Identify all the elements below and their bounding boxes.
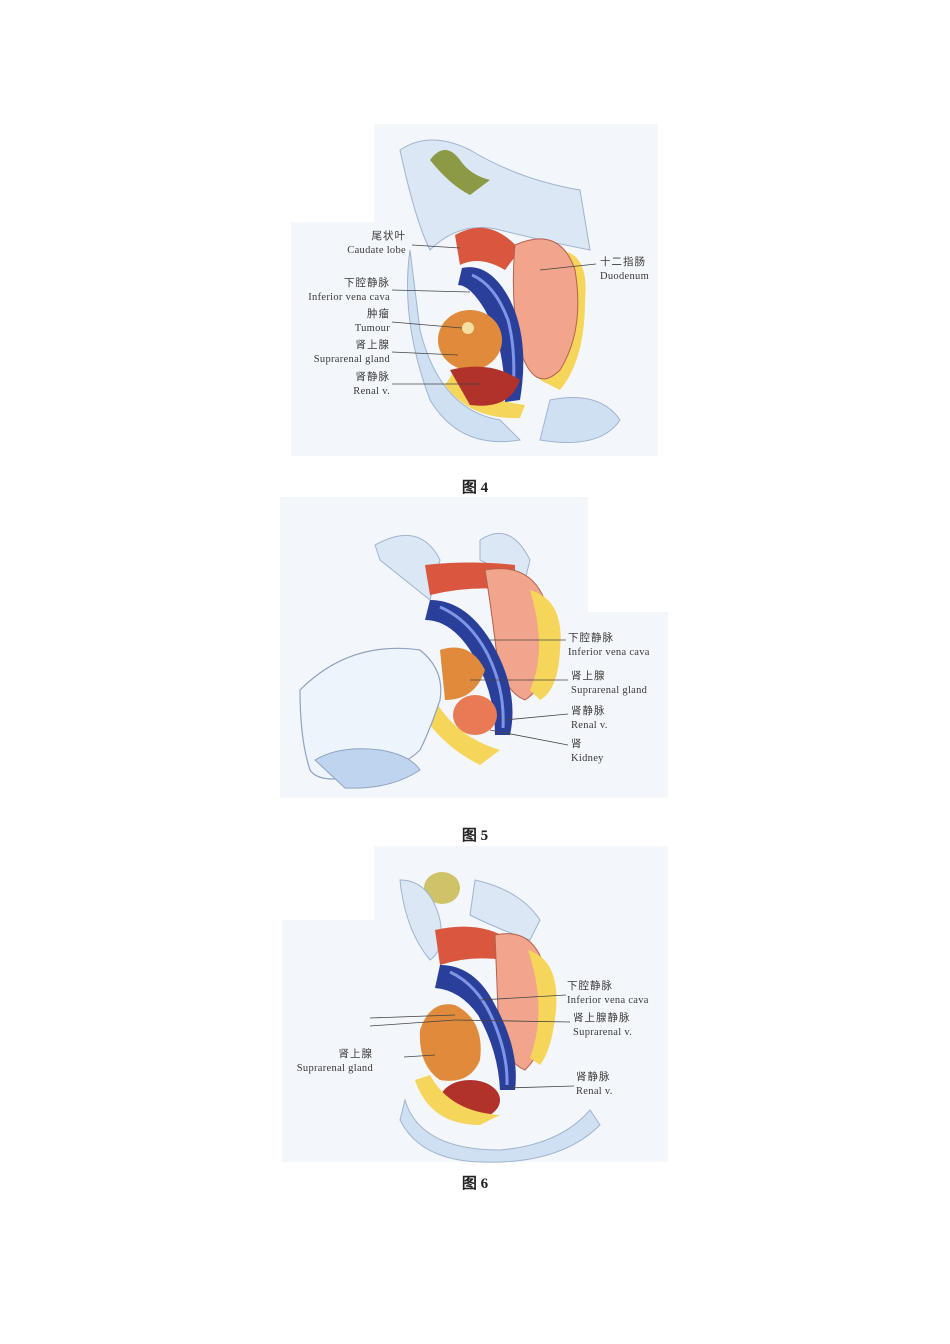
figure-4-leader-lines bbox=[391, 244, 597, 385]
figure-6-caption: 图 6 bbox=[461, 1176, 489, 1192]
figure-5-artwork bbox=[280, 497, 668, 798]
fig4-label-caudate-lobe: 尾状叶 Caudate lobe bbox=[347, 231, 406, 256]
fig6-label-inferior-vena-cava: 下腔静脉 Inferior vena cava bbox=[567, 981, 649, 1006]
fig5-label-inferior-vena-cava: 下腔静脉 Inferior vena cava bbox=[568, 633, 650, 658]
fig5-label-kidney: 肾 Kidney bbox=[571, 739, 604, 764]
figure-5-leader-lines bbox=[470, 639, 569, 746]
fig6-label-suprarenal-gland: 肾上腺 Suprarenal gland bbox=[296, 1049, 373, 1074]
figure-4-illustration: 尾状叶 Caudate lobe 下腔静脉 Inferior vena cava… bbox=[0, 0, 950, 470]
figure-5-caption: 图 5 bbox=[461, 828, 489, 844]
fig6-label-suprarenal-v: 肾上腺静脉 Suprarenal v. bbox=[573, 1013, 633, 1038]
fig4-label-duodenum: 十二指肠 Duodenum bbox=[600, 257, 650, 282]
figure-6-artwork bbox=[282, 846, 668, 1163]
fig5-label-renal-v: 肾静脉 Renal v. bbox=[571, 706, 608, 731]
figure-6-illustration: 下腔静脉 Inferior vena cava 肾上腺静脉 Suprarenal… bbox=[282, 846, 668, 1163]
figure-5-illustration: 下腔静脉 Inferior vena cava 肾上腺 Suprarenal g… bbox=[280, 497, 668, 798]
figure-6-leader-lines bbox=[369, 994, 575, 1089]
fig4-label-renal-v: 肾静脉 Renal v. bbox=[353, 372, 390, 397]
fig4-label-suprarenal-gland: 肾上腺 Suprarenal gland bbox=[313, 340, 390, 365]
fig6-label-renal-v: 肾静脉 Renal v. bbox=[576, 1072, 613, 1097]
figure-4-caption: 图 4 bbox=[461, 480, 489, 496]
figure-4-artwork bbox=[291, 124, 658, 456]
fig4-label-tumour: 肿瘤 Tumour bbox=[354, 309, 390, 334]
fig4-label-inferior-vena-cava: 下腔静脉 Inferior vena cava bbox=[308, 278, 390, 303]
fig5-label-suprarenal-gland: 肾上腺 Suprarenal gland bbox=[571, 671, 648, 696]
